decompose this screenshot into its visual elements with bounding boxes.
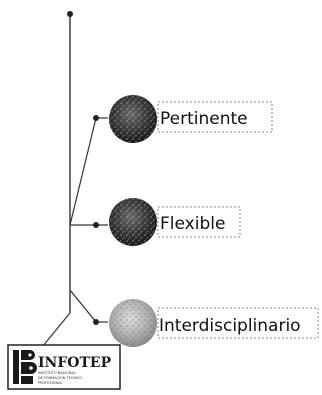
diagram-node-flexible: Flexible	[70, 198, 241, 246]
diagram-node-interdisciplinario: Interdisciplinario	[69, 289, 319, 347]
logo-tagline-2: DE FORMACION TECNICO	[38, 376, 82, 380]
label-flexible: Flexible	[160, 214, 225, 234]
logo-emblem-icon	[13, 350, 37, 384]
label-pertinente: Pertinente	[160, 109, 248, 129]
label-box-pertinente	[157, 101, 273, 133]
logo-wordmark: INFOTEP	[38, 355, 112, 371]
label-box-flexible	[157, 206, 241, 238]
connector-dot-flexible	[93, 222, 99, 228]
sphere-texture-flexible	[109, 198, 157, 246]
infotep-logo: INFOTEP INSTITUTO NACIONAL DE FORMACION …	[7, 344, 121, 390]
connector-dot-pertinente	[93, 115, 99, 121]
branch-line-interdisciplinario	[69, 289, 97, 323]
logo-tagline-1: INSTITUTO NACIONAL	[38, 371, 76, 375]
timeline-top-dot	[67, 11, 73, 17]
connector-dot-interdisciplinario	[93, 319, 99, 325]
branch-line-pertinente	[69, 117, 97, 226]
logo-tagline-3: PROFESIONAL	[38, 381, 63, 385]
sphere-texture-interdisciplinario	[109, 299, 157, 347]
sphere-texture-pertinente	[109, 95, 157, 143]
label-interdisciplinario: Interdisciplinario	[159, 316, 301, 336]
diagram-node-pertinente: Pertinente	[69, 95, 273, 226]
label-box-interdisciplinario	[157, 307, 319, 339]
